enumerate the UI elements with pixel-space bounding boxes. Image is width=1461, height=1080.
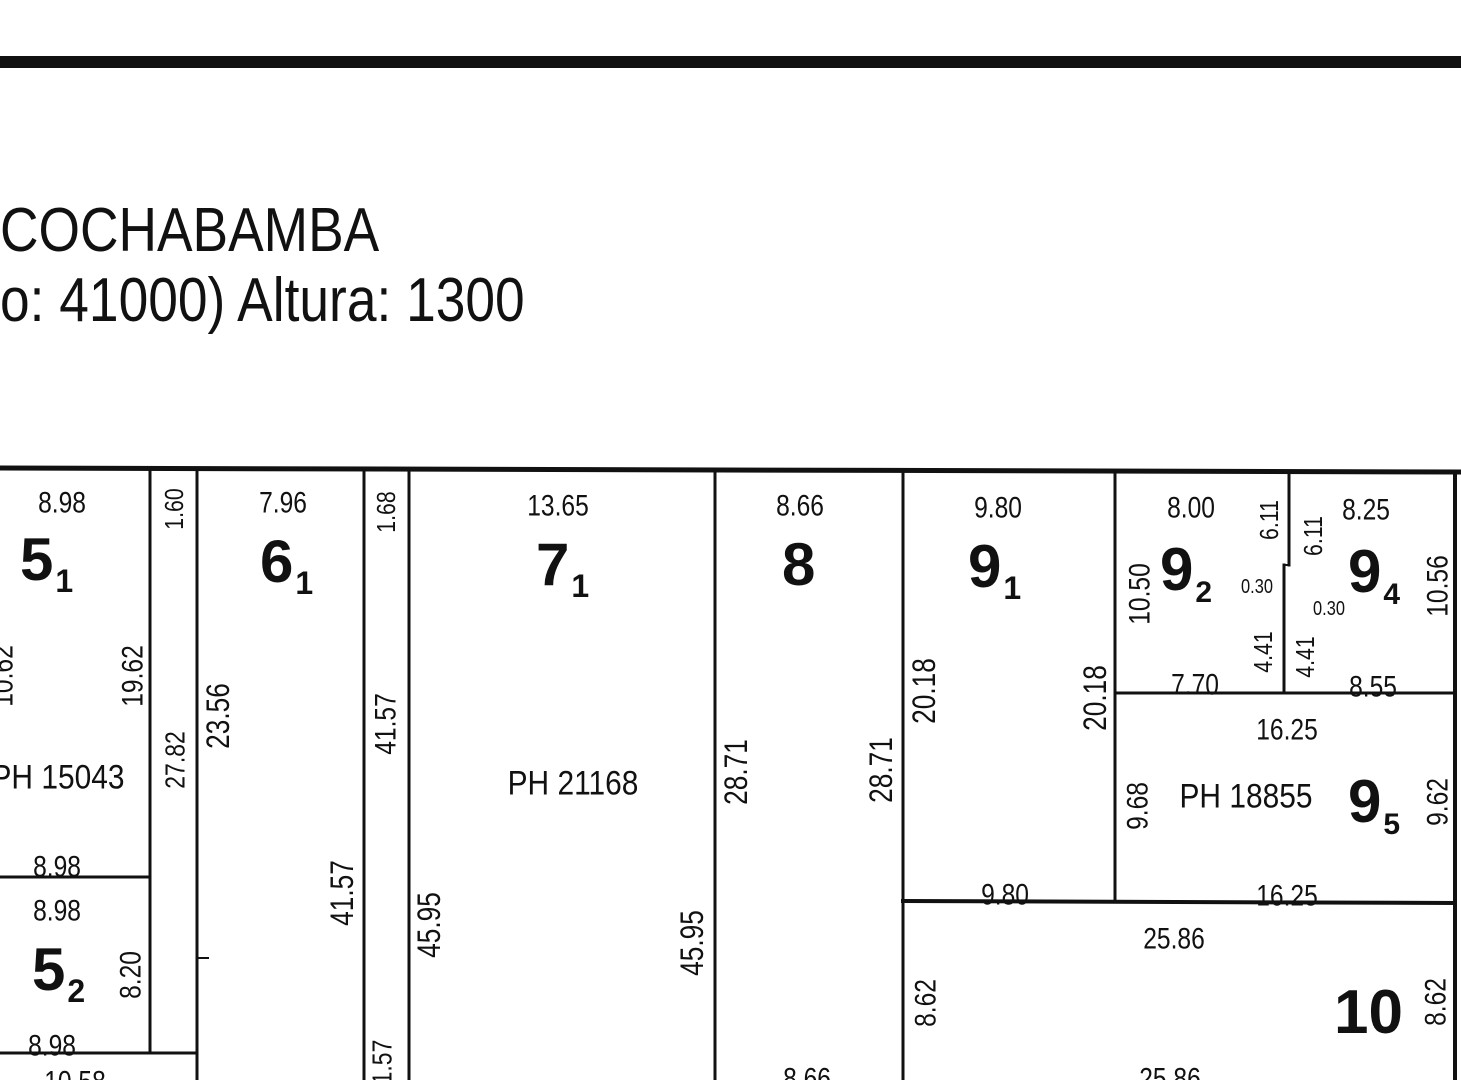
measurement-10-top: 25.86 <box>1143 921 1205 955</box>
measurement-5-2-top: 8.98 <box>33 893 81 927</box>
parcel-number-main: 8 <box>782 531 815 598</box>
parcel-number-main: 9 <box>1348 768 1381 835</box>
measurement-6-1-left: 23.56 <box>202 683 237 749</box>
parcel-number-sub: 2 <box>67 973 85 1009</box>
measurement-9-2-top: 8.00 <box>1167 490 1215 524</box>
measurement-9-5-left: 9.68 <box>1120 782 1154 830</box>
measurement-10-left: 8.62 <box>908 979 942 1027</box>
measurement-7-1-right: 45.95 <box>676 910 711 976</box>
parcel-number-main: 9 <box>968 533 1001 600</box>
line-9-10 <box>900 898 1458 906</box>
measurement-strip2-side: 41.57 <box>368 693 402 755</box>
parcel-number-main: 9 <box>1160 536 1193 603</box>
parcel-number-7-1: 71 <box>536 531 589 604</box>
measurement-10-bottom: 25.86 <box>1139 1061 1201 1080</box>
measurement-8-right: 28.71 <box>865 737 900 803</box>
measurement-9-5-right: 9.62 <box>1420 778 1454 826</box>
measurement-8-left: 28.71 <box>720 739 755 805</box>
parcel-boundaries <box>0 465 1461 1080</box>
measurement-8-top: 8.66 <box>776 488 824 522</box>
measurement-9-5-bottom: 16.25 <box>1256 878 1318 912</box>
parcel-number-10: 10 <box>1334 978 1403 1047</box>
parcel-number-9-1: 91 <box>968 533 1021 606</box>
measurement-9-4-left-upper: 6.11 <box>1299 516 1329 556</box>
parcel-number-main: 6 <box>260 528 293 595</box>
parcel-number-sub: 1 <box>295 565 313 601</box>
measurement-6-1-top: 7.96 <box>259 485 307 519</box>
measurement-strip1-top: 1.60 <box>160 488 190 529</box>
measurement-strip2-top: 1.68 <box>372 491 402 532</box>
measurement-9-2-right-lower: 4.41 <box>1249 631 1279 672</box>
parcel-number-sub: 2 <box>1195 576 1212 609</box>
measurement-5-left: 10.62 <box>0 645 19 707</box>
measurement-9-1-bottom: 9.80 <box>981 877 1029 911</box>
parcel-labels: 8.9819.628.9810.628.988.208.9810.581.602… <box>0 485 1454 1080</box>
parcel-number-main: 10 <box>1334 978 1403 1047</box>
measurement-7-1-left: 45.95 <box>413 892 448 958</box>
measurement-strip1-side: 27.82 <box>161 731 192 788</box>
parcel-number-main: 5 <box>32 936 65 1003</box>
measurement-7-1-top: 13.65 <box>527 488 589 522</box>
measurement-9-2-bottom: 7.70 <box>1171 667 1219 701</box>
ph-label-9: PH 18855 <box>1179 777 1312 815</box>
parcel-number-sub: 5 <box>1383 808 1400 841</box>
parcel-number-sub: 1 <box>571 568 589 604</box>
measurement-5-1-right: 19.62 <box>115 645 149 707</box>
parcel-number-sub: 4 <box>1383 578 1400 611</box>
measurement-9-4-jog: 0.30 <box>1313 597 1345 620</box>
parcel-number-sub: 1 <box>1003 570 1021 606</box>
ph-label-5: PH 15043 <box>0 758 125 796</box>
parcel-number-main: 7 <box>536 531 569 598</box>
top-rule <box>0 56 1461 68</box>
parcel-number-5-2: 52 <box>32 936 85 1009</box>
measurement-9-5-top: 16.25 <box>1256 712 1318 746</box>
measurement-9-4-top: 8.25 <box>1342 492 1390 526</box>
parcel-number-9-2: 92 <box>1160 536 1212 609</box>
parcel-number-6-1: 61 <box>260 528 313 601</box>
measurement-5-2-right: 8.20 <box>113 951 147 999</box>
measurement-9-4-bottom: 8.55 <box>1349 669 1397 703</box>
parcel-number-8: 8 <box>782 531 815 598</box>
street-info: o: 41000) Altura: 1300 <box>0 266 525 335</box>
measurement-9-4-left-lower: 4.41 <box>1291 636 1321 677</box>
parcel-number-9-4: 94 <box>1348 538 1400 611</box>
parcel-number-5-1: 51 <box>20 526 73 599</box>
measurement-9-2-jog: 0.30 <box>1241 575 1273 598</box>
parcel-number-sub: 1 <box>55 563 73 599</box>
measurement-5-1-top: 8.98 <box>38 485 86 519</box>
measurement-5-1-bottom: 8.98 <box>33 849 81 883</box>
street-name: COCHABAMBA <box>0 196 380 265</box>
measurement-9-1-left: 20.18 <box>908 658 943 724</box>
measurement-9-4-right: 10.56 <box>1420 555 1454 617</box>
measurement-strip2-bottom: 1.57 <box>368 1040 399 1080</box>
measurement-9-1-right: 20.18 <box>1079 665 1114 731</box>
parcel-number-main: 9 <box>1348 538 1381 605</box>
measurement-8-bottom: 8.66 <box>783 1061 831 1080</box>
parcel-number-main: 5 <box>20 526 53 593</box>
parcel-number-9-5: 95 <box>1348 768 1400 841</box>
measurement-9-1-top: 9.80 <box>974 490 1022 524</box>
block-top-edge <box>0 465 1461 475</box>
measurement-6-1-right: 41.57 <box>326 860 361 926</box>
measurement-4-top: 10.58 <box>44 1064 106 1080</box>
measurement-5-2-bottom: 8.98 <box>28 1028 76 1062</box>
measurement-10-right: 8.62 <box>1418 978 1452 1026</box>
measurement-9-2-left: 10.50 <box>1122 563 1156 625</box>
measurement-9-2-right-upper: 6.11 <box>1255 500 1285 540</box>
ph-label-7: PH 21168 <box>508 764 639 802</box>
